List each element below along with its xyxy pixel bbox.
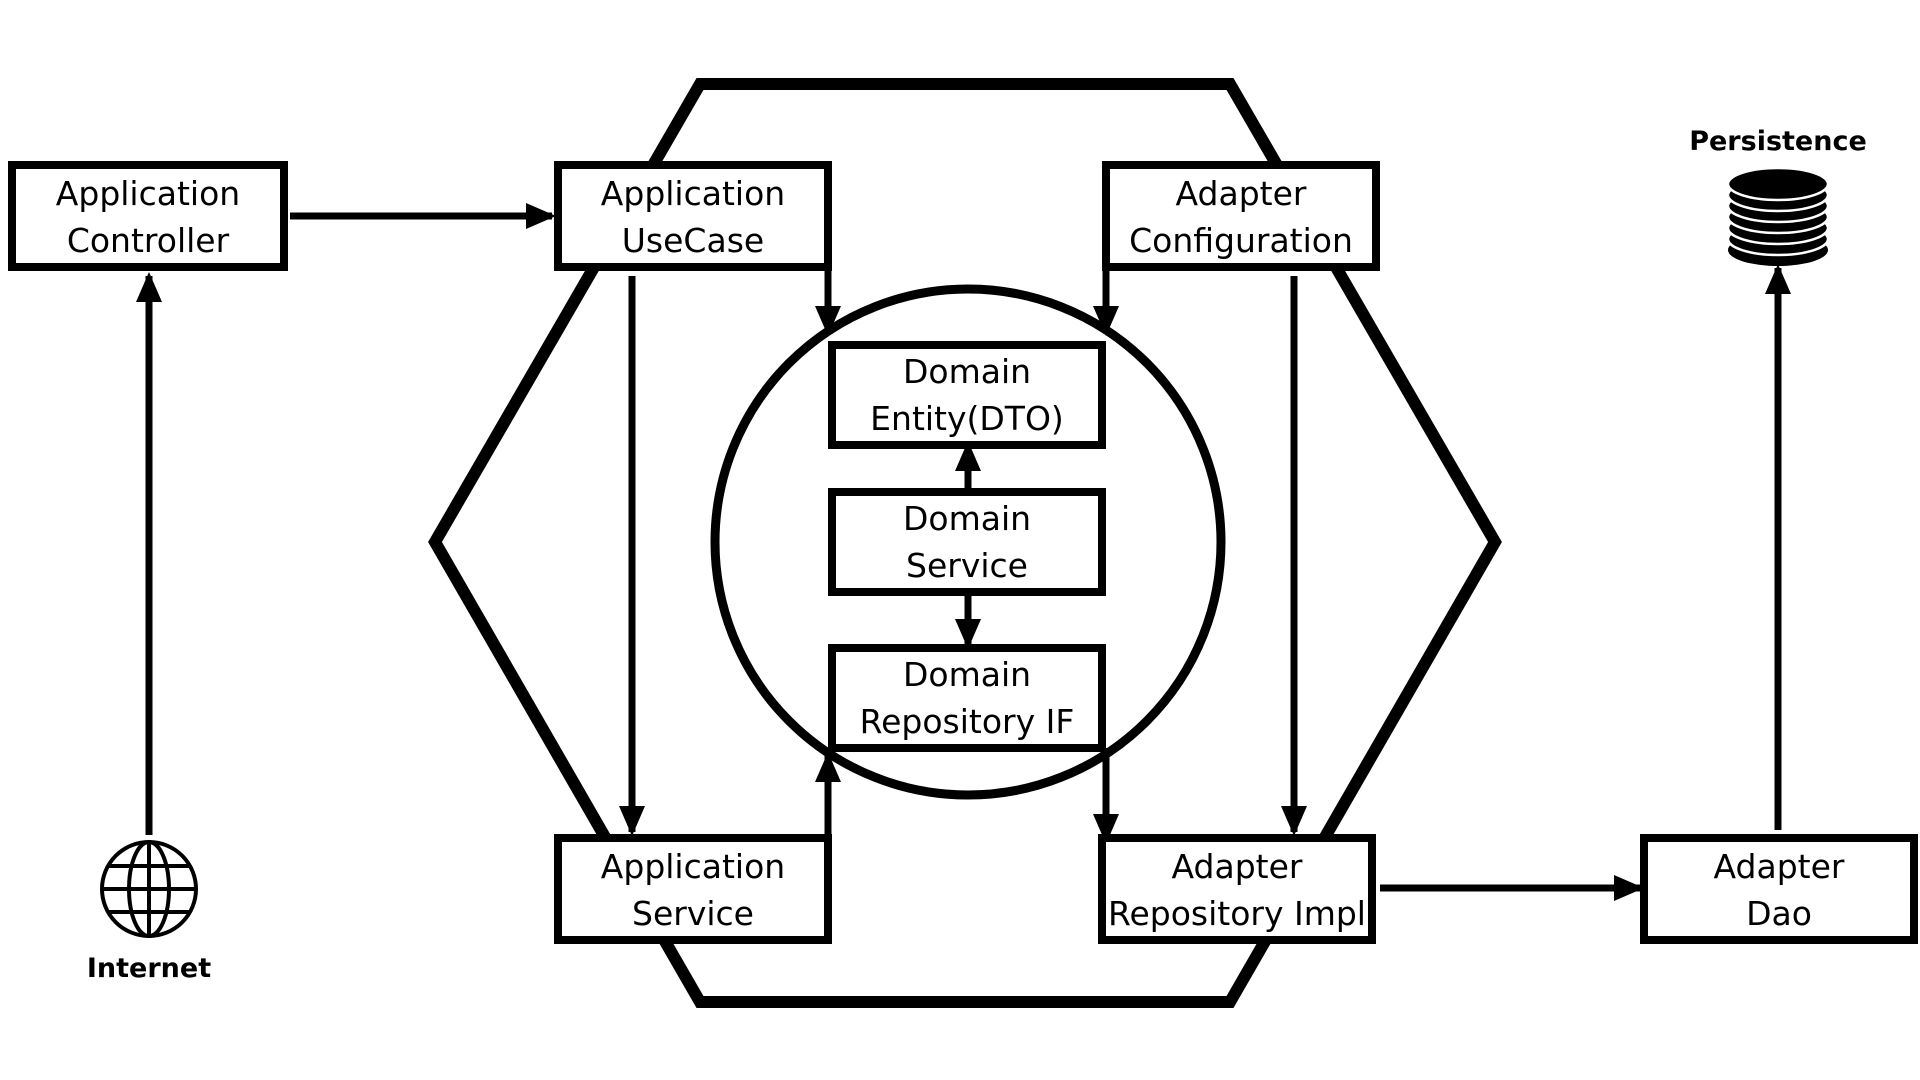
globe-icon <box>100 840 198 938</box>
app-controller-line2: Controller <box>67 221 230 260</box>
domain-entity-box: Domain Entity(DTO) <box>828 341 1106 449</box>
domain-repository-if-box: Domain Repository IF <box>828 644 1106 752</box>
app-usecase-box: Application UseCase <box>554 161 832 271</box>
app-usecase-line2: UseCase <box>622 221 764 260</box>
domain-entity-line1: Domain <box>903 352 1031 391</box>
domain-repository-if-line2: Repository IF <box>860 702 1075 741</box>
app-controller-box: Application Controller <box>8 161 288 271</box>
domain-entity-line2: Entity(DTO) <box>870 399 1064 438</box>
adapter-repository-impl-line1: Adapter <box>1172 847 1303 886</box>
app-service-line1: Application <box>601 847 785 886</box>
adapter-repository-impl-box: Adapter Repository Impl <box>1098 834 1376 944</box>
adapter-dao-box: Adapter Dao <box>1640 834 1918 944</box>
app-service-box: Application Service <box>554 834 832 944</box>
domain-service-box: Domain Service <box>828 488 1106 596</box>
adapter-dao-line2: Dao <box>1746 894 1812 933</box>
domain-repository-if-line1: Domain <box>903 655 1031 694</box>
adapter-dao-line1: Adapter <box>1714 847 1845 886</box>
persistence-label: Persistence <box>1689 126 1867 157</box>
domain-service-line1: Domain <box>903 499 1031 538</box>
adapter-repository-impl-line2: Repository Impl <box>1108 894 1366 933</box>
database-icon <box>1726 166 1830 266</box>
application-hexagon <box>428 78 1502 1008</box>
app-controller-line1: Application <box>56 174 240 213</box>
adapter-configuration-line1: Adapter <box>1176 174 1307 213</box>
domain-service-line2: Service <box>906 546 1028 585</box>
app-usecase-line1: Application <box>601 174 785 213</box>
connectors <box>136 203 1791 901</box>
domain-core-circle <box>710 284 1226 800</box>
internet-label: Internet <box>87 953 211 984</box>
adapter-configuration-line2: Configuration <box>1129 221 1353 260</box>
adapter-configuration-box: Adapter Configuration <box>1102 161 1380 271</box>
app-service-line2: Service <box>632 894 754 933</box>
